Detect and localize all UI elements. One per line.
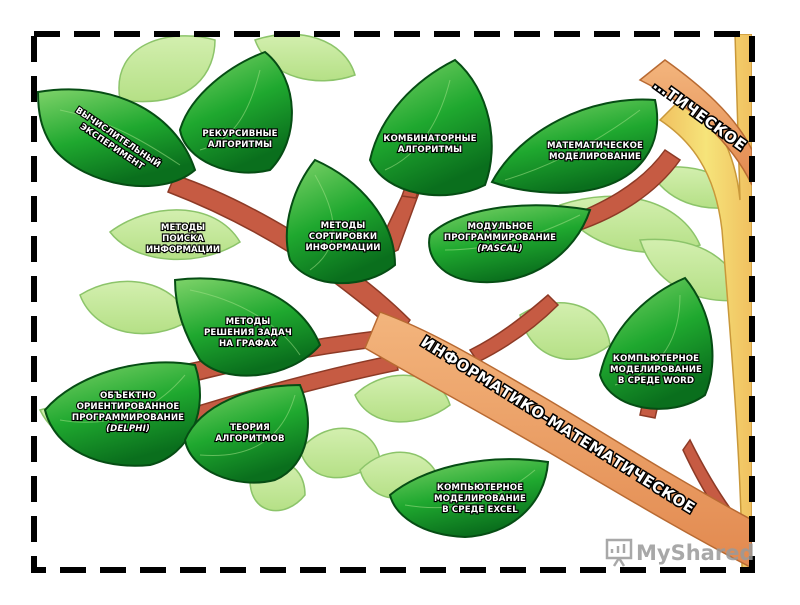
label-oop-2: ОРИЕНТИРОВАННОЕ xyxy=(77,402,180,412)
label-sorting-methods-3: ИНФОРМАЦИИ xyxy=(305,243,380,253)
leaf-math-modeling xyxy=(490,98,659,194)
label-math-modeling-2: МОДЕЛИРОВАНИЕ xyxy=(549,152,641,162)
label-sorting-methods-2: СОРТИРОВКИ xyxy=(309,232,377,242)
top-branch xyxy=(638,59,752,186)
leaf-graph-methods xyxy=(173,277,322,377)
label-recursive-algorithms: РЕКУРСИВНЫЕ xyxy=(202,129,277,139)
label-modeling-excel-3: В СРЕДЕ EXCEL xyxy=(442,505,518,515)
leaf-computational-experiment xyxy=(36,88,197,188)
presentation-board-icon xyxy=(605,538,633,567)
label-modular-programming-3: (PASCAL) xyxy=(477,244,522,254)
leaf-modeling-word xyxy=(598,276,714,410)
label-modeling-word-3: В СРЕДЕ WORD xyxy=(618,376,694,386)
leaf-modular-programming xyxy=(428,204,592,284)
label-combinatorial-algorithms-2: АЛГОРИТМЫ xyxy=(398,145,462,155)
label-math-modeling: МАТЕМАТИЧЕСКОЕ xyxy=(547,141,643,151)
leaf-modeling-excel xyxy=(388,458,550,539)
label-sorting-methods: МЕТОДЫ xyxy=(321,221,366,231)
leaf-veins xyxy=(59,69,681,509)
label-modeling-excel-2: МОДЕЛИРОВАНИЕ xyxy=(434,494,526,504)
label-modeling-word-2: МОДЕЛИРОВАНИЕ xyxy=(610,365,702,375)
leaf-algorithm-theory xyxy=(183,383,309,484)
label-oop-3: ПРОГРАММИРОВАНИЕ xyxy=(72,413,184,423)
label-modeling-excel: КОМПЬЮТЕРНОЕ xyxy=(437,483,523,493)
label-oop: ОБЪЕКТНО xyxy=(100,391,156,401)
label-modeling-word: КОМПЬЮТЕРНОЕ xyxy=(613,354,699,364)
label-graph-methods: МЕТОДЫ xyxy=(226,317,271,327)
label-graph-methods-3: НА ГРАФАХ xyxy=(219,339,277,349)
leaf-sorting-methods xyxy=(285,158,397,285)
label-algorithm-theory: ТЕОРИЯ xyxy=(230,423,270,433)
label-oop-4: (DELPHI) xyxy=(106,424,150,434)
label-search-methods-2: ПОИСКА xyxy=(162,234,204,244)
label-search-methods-3: ИНФОРМАЦИИ xyxy=(146,245,220,255)
dashed-border xyxy=(31,31,755,573)
label-algorithm-theory-2: АЛГОРИТМОВ xyxy=(215,434,284,444)
watermark-text: MyShared xyxy=(636,541,754,565)
label-modular-programming: МОДУЛЬНОЕ xyxy=(467,222,532,232)
watermark: MyShared xyxy=(605,538,754,567)
label-combinatorial-algorithms: КОМБИНАТОРНЫЕ xyxy=(383,134,476,144)
label-modular-programming-2: ПРОГРАММИРОВАНИЕ xyxy=(444,233,556,243)
label-graph-methods-2: РЕШЕНИЯ ЗАДАЧ xyxy=(204,328,292,338)
label-search-methods: МЕТОДЫ xyxy=(161,223,205,233)
label-recursive-algorithms-2: АЛГОРИТМЫ xyxy=(208,140,272,150)
leaf-recursive-algorithms xyxy=(178,50,293,174)
